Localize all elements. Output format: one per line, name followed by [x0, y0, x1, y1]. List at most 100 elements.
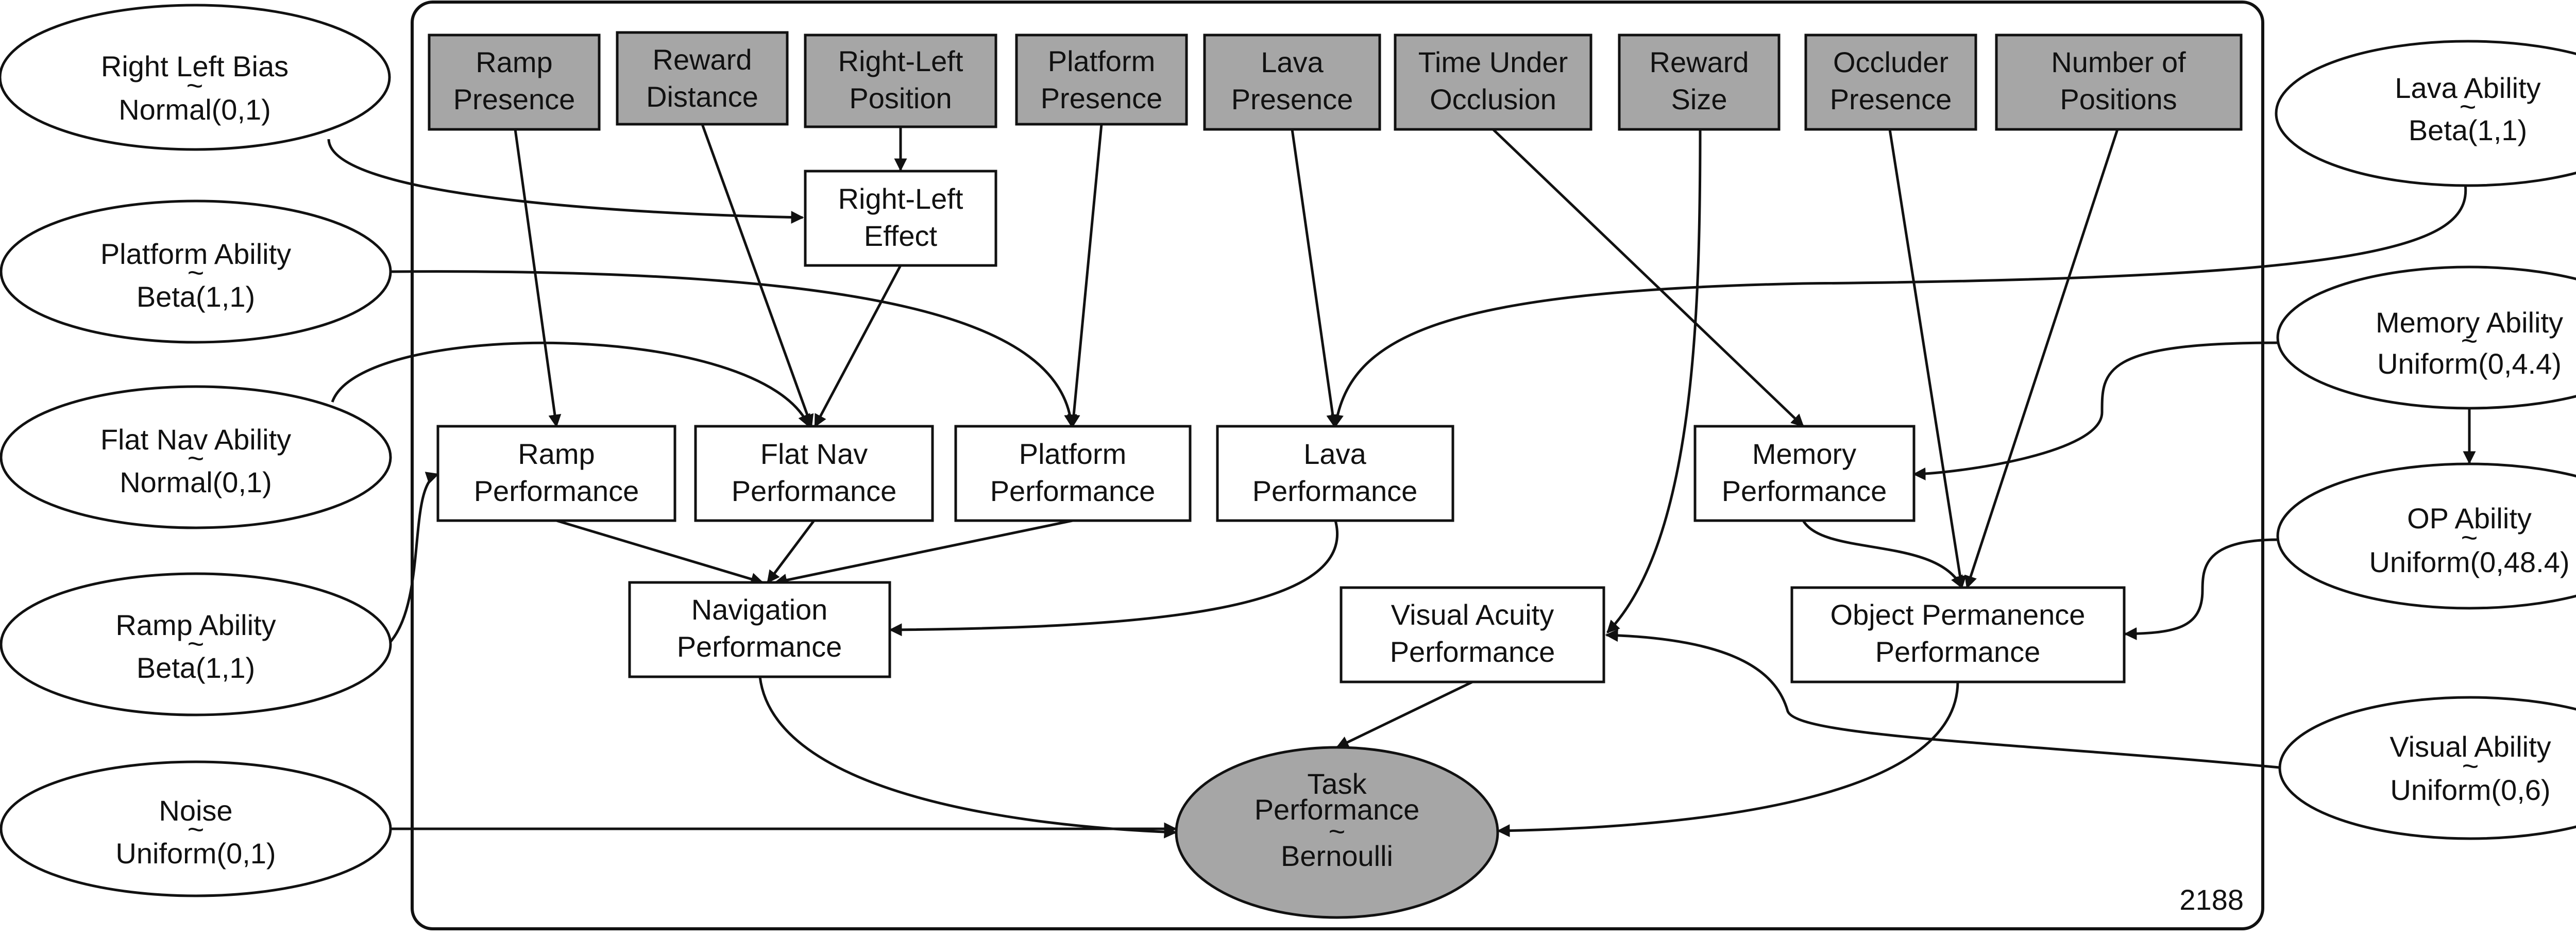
- edge-navigation-to-task: [758, 676, 1177, 839]
- svg-text:Performance: Performance: [1252, 475, 1418, 507]
- node-right-left-position: Right-Left Position: [804, 34, 997, 128]
- svg-text:Beta(1,1): Beta(1,1): [2409, 114, 2527, 146]
- edge-time-occlusion-to-memory: [1492, 128, 1804, 427]
- edge-visual-ability-to-visual-acuity: [1605, 629, 2285, 770]
- edge-num-positions-to-op: [1964, 129, 2119, 589]
- svg-text:Effect: Effect: [864, 220, 938, 252]
- edge-reward-distance-to-flat-nav: [701, 124, 814, 428]
- param-platform-ability: Platform Ability ~ Beta(1,1): [0, 199, 392, 344]
- svg-text:Time Under: Time Under: [1418, 46, 1568, 78]
- svg-text:Size: Size: [1671, 83, 1727, 115]
- node-object-permanence-performance: Object Permanence Performance: [1790, 586, 2126, 683]
- edge-ramp-perf-to-navigation: [556, 519, 764, 586]
- edge-platform-ability-to-platform-perf: [390, 270, 1077, 428]
- plate-count: 2188: [2179, 883, 2244, 916]
- svg-text:~: ~: [2461, 521, 2478, 554]
- svg-text:Position: Position: [849, 82, 952, 114]
- node-lava-presence: Lava Presence: [1203, 34, 1381, 131]
- node-number-of-positions: Number of Positions: [1995, 34, 2243, 131]
- svg-text:Lava Ability: Lava Ability: [2395, 72, 2540, 104]
- edge-lava-perf-to-navigation: [889, 520, 1338, 637]
- svg-text:~: ~: [188, 627, 205, 660]
- svg-text:Memory Ability: Memory Ability: [2376, 306, 2563, 339]
- svg-text:Memory: Memory: [1752, 438, 1856, 470]
- svg-text:Right-Left: Right-Left: [838, 182, 963, 215]
- edge-rl-bias-to-rl-effect: [327, 139, 804, 224]
- svg-text:Flat Nav: Flat Nav: [760, 438, 868, 470]
- svg-text:Performance: Performance: [990, 475, 1156, 507]
- node-task-performance: Task Performance ~ Bernoulli: [1175, 746, 1499, 919]
- edge-platform-presence-to-platform-performance: [1067, 124, 1103, 428]
- svg-text:~: ~: [187, 69, 204, 102]
- edge-op-to-task: [1497, 681, 1959, 838]
- param-visual-ability: Visual Ability ~ Uniform(0,6): [2278, 696, 2576, 840]
- svg-text:~: ~: [188, 813, 205, 845]
- svg-text:Right Left Bias: Right Left Bias: [101, 50, 289, 82]
- svg-text:Presence: Presence: [453, 83, 575, 115]
- node-flat-nav-performance: Flat Nav Performance: [694, 425, 934, 522]
- svg-text:~: ~: [2461, 324, 2478, 357]
- svg-text:~: ~: [1329, 815, 1346, 847]
- edge-op-ability-to-op-perf: [2124, 538, 2279, 641]
- svg-text:Presence: Presence: [1830, 83, 1952, 115]
- svg-text:Occluder: Occluder: [1833, 46, 1948, 78]
- plate: [411, 1, 2264, 930]
- edge-lava-presence-to-lava-performance: [1291, 129, 1340, 428]
- svg-text:Performance: Performance: [474, 475, 639, 507]
- svg-text:Bernoulli: Bernoulli: [1281, 840, 1393, 872]
- param-memory-ability: Memory Ability ~ Uniform(0,4.4): [2276, 265, 2576, 410]
- svg-text:Presence: Presence: [1041, 82, 1163, 114]
- param-ramp-ability: Ramp Ability ~ Beta(1,1): [0, 572, 392, 716]
- svg-text:Performance: Performance: [677, 630, 842, 663]
- node-ramp-performance: Ramp Performance: [436, 425, 676, 522]
- svg-text:Ramp Ability: Ramp Ability: [115, 609, 276, 641]
- svg-text:~: ~: [188, 256, 205, 289]
- svg-text:Uniform(0,6): Uniform(0,6): [2390, 774, 2550, 806]
- node-lava-performance: Lava Performance: [1216, 425, 1454, 522]
- node-visual-acuity-performance: Visual Acuity Performance: [1340, 586, 1605, 683]
- node-time-under-occlusion: Time Under Occlusion: [1394, 34, 1592, 131]
- node-reward-distance: Reward Distance: [616, 31, 789, 126]
- edge-occluder-to-op: [1888, 129, 1967, 589]
- node-reward-size: Reward Size: [1618, 34, 1781, 131]
- svg-text:Platform Ability: Platform Ability: [100, 238, 291, 270]
- svg-text:OP Ability: OP Ability: [2407, 502, 2532, 535]
- edge-ramp-ability-to-ramp-perf: [389, 472, 439, 643]
- edge-lava-ability-to-lava-perf: [1331, 183, 2467, 428]
- svg-text:Positions: Positions: [2060, 83, 2177, 115]
- svg-text:Ramp: Ramp: [476, 46, 552, 78]
- svg-text:Object Permanence: Object Permanence: [1831, 598, 2086, 631]
- node-memory-performance: Memory Performance: [1693, 425, 1916, 522]
- node-right-left-effect: Right-Left Effect: [804, 170, 997, 267]
- svg-text:Beta(1,1): Beta(1,1): [137, 280, 255, 313]
- svg-text:Navigation: Navigation: [691, 593, 828, 626]
- edge-memory-perf-to-op: [1802, 520, 1963, 589]
- svg-text:Visual Acuity: Visual Acuity: [1391, 598, 1554, 631]
- edge-visual-acuity-to-task: [1335, 680, 1473, 749]
- svg-text:Flat Nav Ability: Flat Nav Ability: [100, 423, 291, 456]
- svg-text:Noise: Noise: [159, 794, 232, 827]
- edge-flatnav-perf-to-navigation: [767, 520, 815, 583]
- svg-text:Platform: Platform: [1048, 45, 1156, 77]
- svg-text:Platform: Platform: [1019, 438, 1127, 470]
- node-occluder-presence: Occluder Presence: [1804, 34, 1977, 131]
- svg-text:Performance: Performance: [732, 475, 897, 507]
- node-platform-presence: Platform Presence: [1015, 34, 1188, 126]
- svg-text:Uniform(0,48.4): Uniform(0,48.4): [2369, 546, 2569, 578]
- svg-text:~: ~: [188, 442, 205, 474]
- edge-platform-perf-to-navigation: [774, 519, 1073, 587]
- param-noise: Noise ~ Uniform(0,1): [0, 760, 392, 897]
- param-right-left-bias: Right Left Bias ~ Normal(0,1): [0, 4, 391, 151]
- svg-text:Presence: Presence: [1231, 83, 1353, 115]
- svg-text:Task: Task: [1307, 767, 1367, 800]
- svg-text:Lava: Lava: [1303, 438, 1366, 470]
- param-lava-ability: Lava Ability ~ Beta(1,1): [2275, 40, 2576, 187]
- svg-text:Right-Left: Right-Left: [838, 45, 963, 77]
- svg-text:~: ~: [2460, 90, 2477, 123]
- svg-text:Performance: Performance: [1390, 636, 1555, 668]
- svg-text:Number of: Number of: [2051, 46, 2186, 78]
- svg-text:Normal(0,1): Normal(0,1): [120, 466, 272, 498]
- node-navigation-performance: Navigation Performance: [628, 581, 891, 678]
- svg-text:Uniform(0,1): Uniform(0,1): [115, 837, 276, 870]
